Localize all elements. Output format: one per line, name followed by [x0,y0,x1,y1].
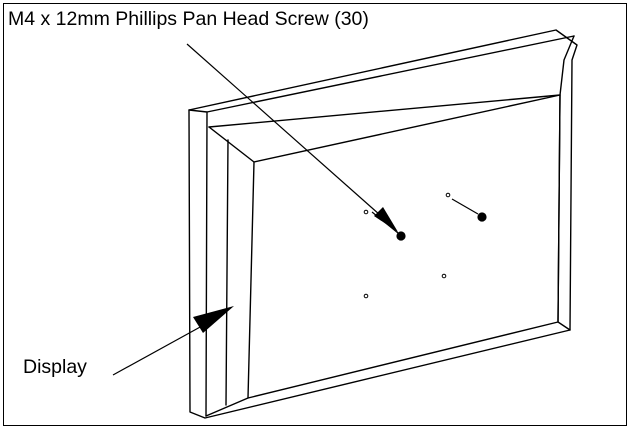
mount-hole [363,209,369,215]
display-callout-label: Display [23,356,87,378]
display-top-bevel [206,35,575,113]
mount-hole [445,192,451,198]
display-inner-panel [247,94,561,399]
screw-callout-arrowhead [374,207,398,232]
figure-frame [3,3,627,426]
display-callout-line [112,325,203,376]
display-top-inner [208,94,561,128]
display-callout-arrowhead [193,306,234,333]
screw-head-icon [477,212,487,222]
mount-hole [363,293,369,299]
display-left-edge [188,109,208,417]
screw-head-icon [396,231,406,241]
display-bevel-corner-tl [208,126,255,163]
display-bevel-corner-bl [205,397,249,417]
mount-hole [441,273,447,279]
display-outer-frame [188,29,578,419]
screw-callout-label: M4 x 12mm Phillips Pan Head Screw (30) [8,8,369,30]
screw-shaft [451,198,479,215]
display-bevel-left [225,139,229,406]
screw-callout-line [186,43,381,216]
